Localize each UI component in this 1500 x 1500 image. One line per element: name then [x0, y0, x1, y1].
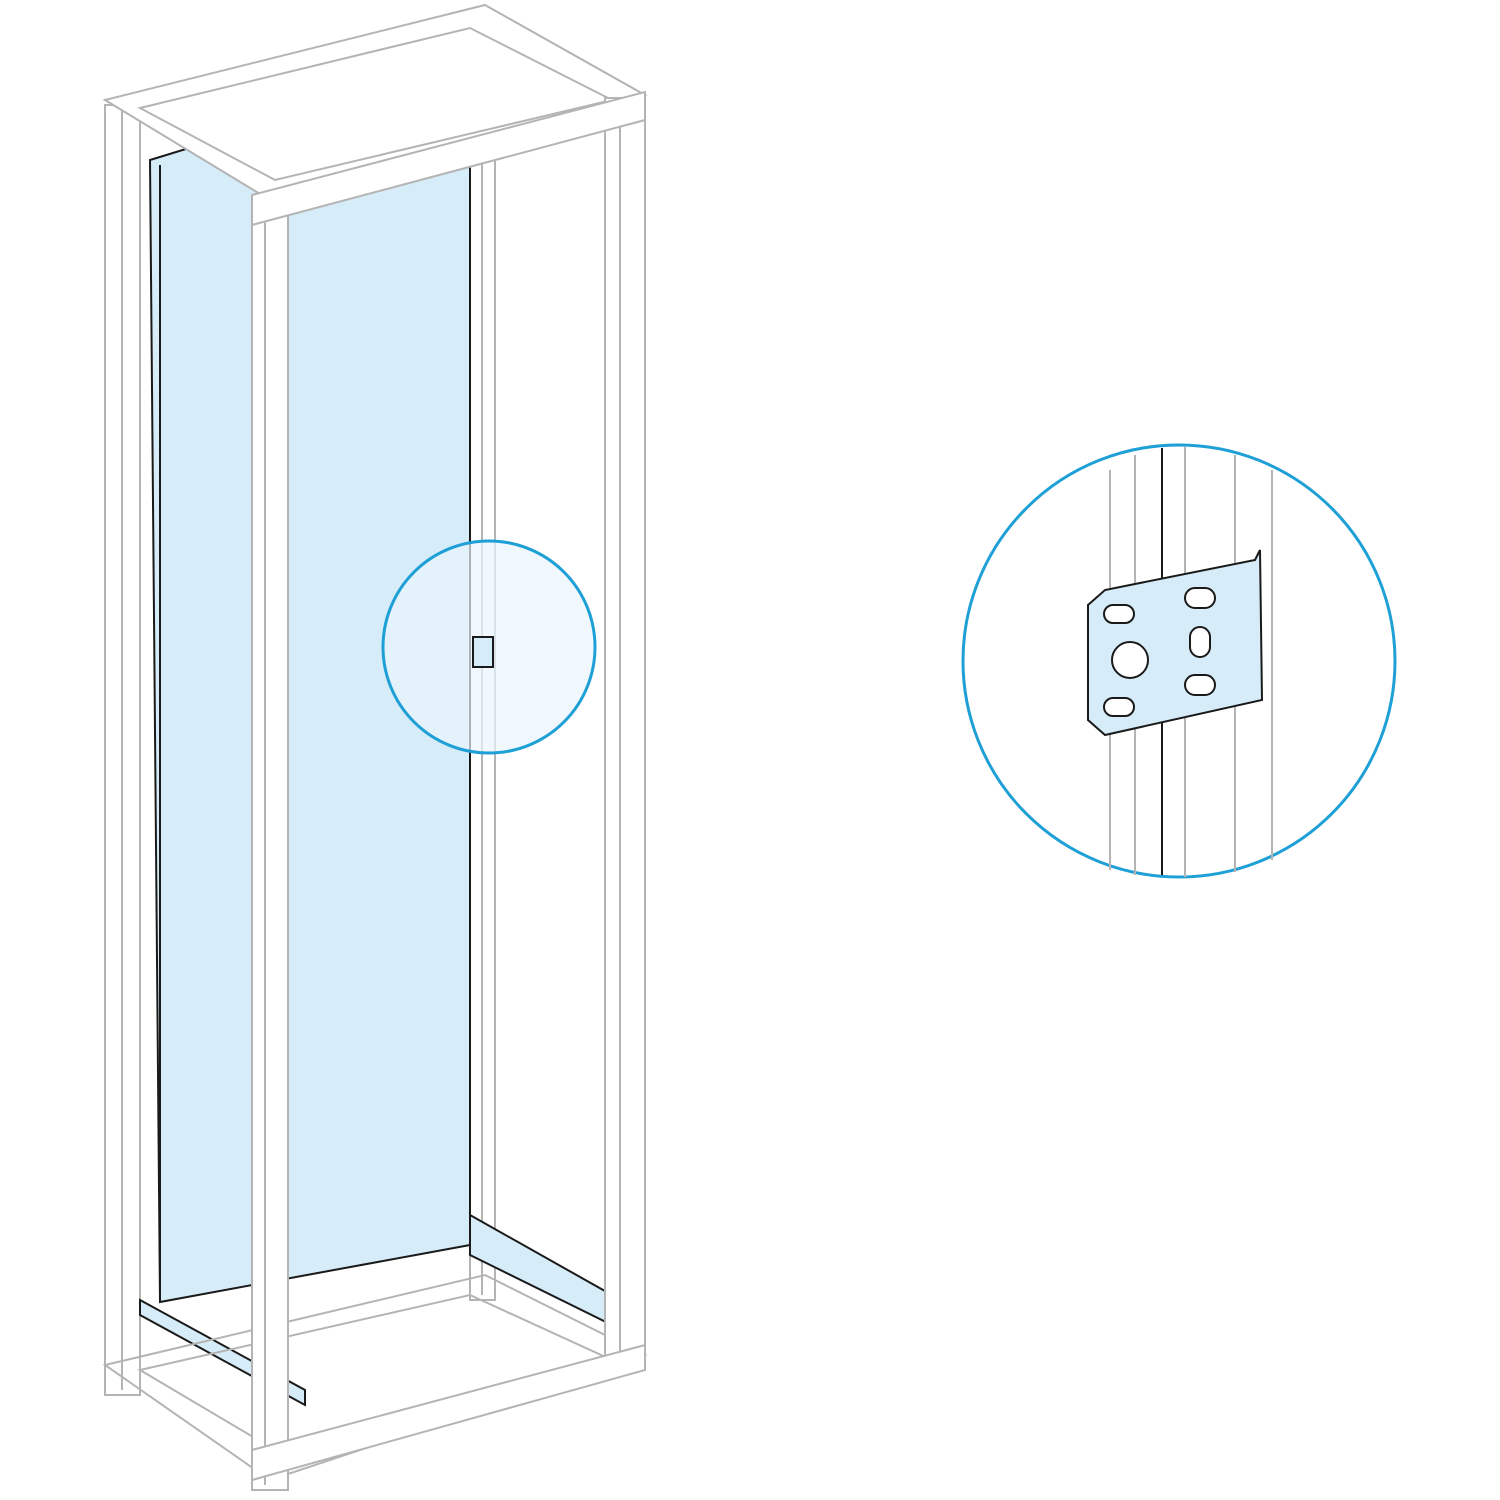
- detail-callout: [961, 443, 1397, 879]
- mounting-bracket-detail: [1087, 549, 1264, 737]
- bracket-small: [472, 636, 494, 668]
- front-frame: [251, 90, 646, 1491]
- screw-icon: [1111, 641, 1149, 679]
